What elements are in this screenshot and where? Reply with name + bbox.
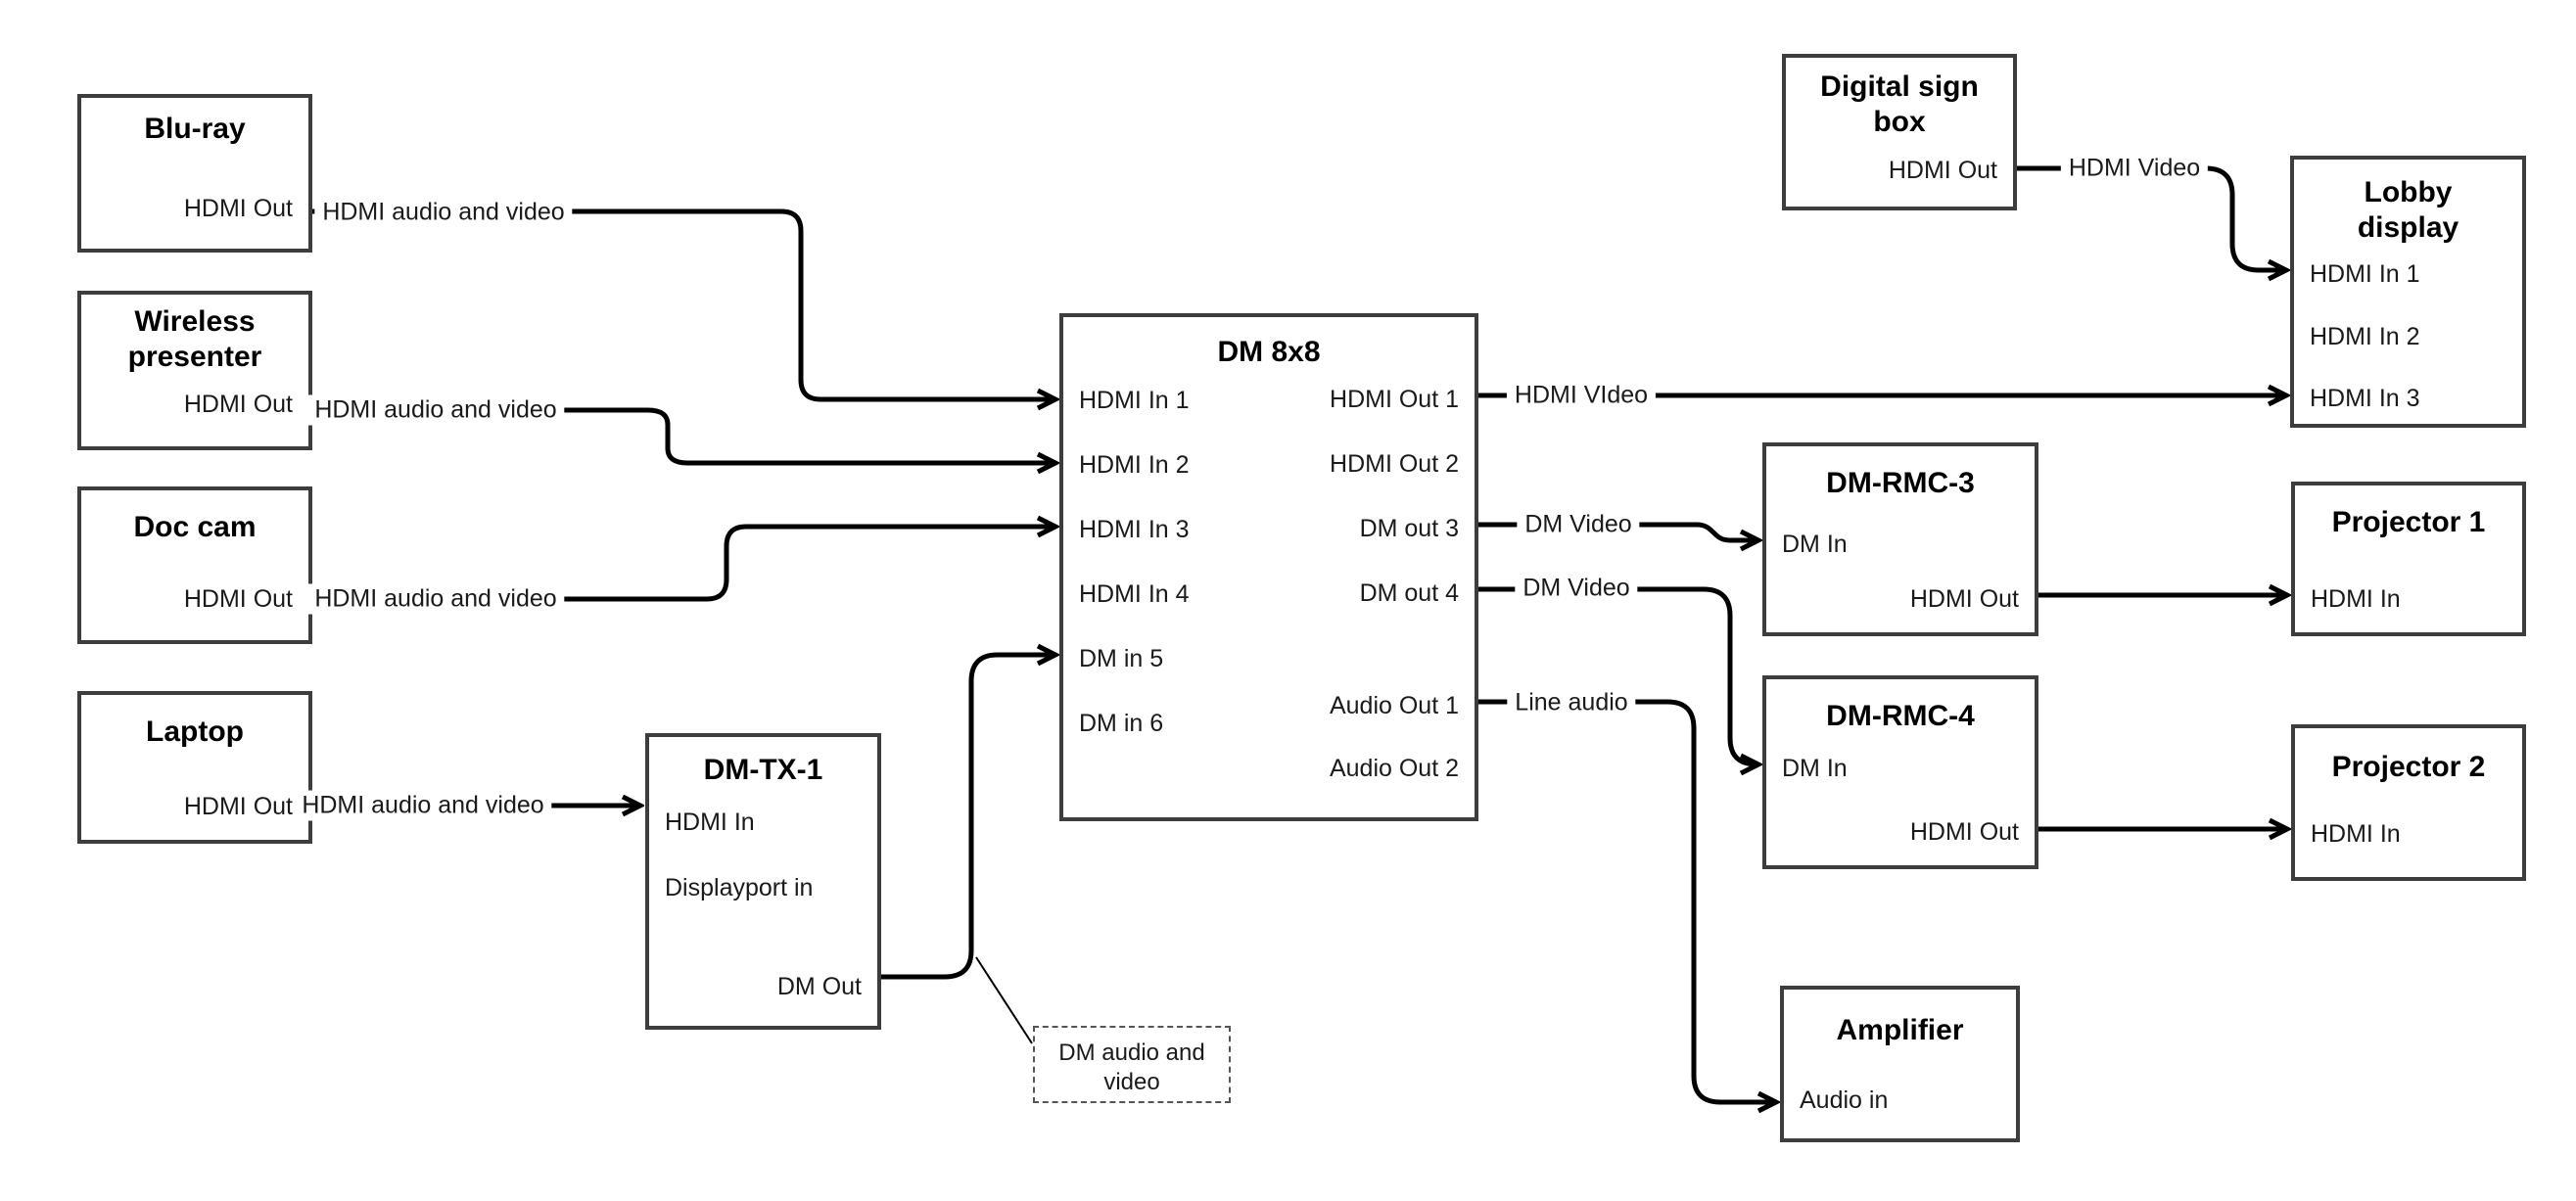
port-hdmi-in-1: HDMI In 1 xyxy=(2310,260,2420,288)
edge-label-digitalsign: HDMI Video xyxy=(2060,153,2209,184)
edge-label-wireless: HDMI audio and video xyxy=(306,394,565,426)
port-hdmi-out: HDMI Out xyxy=(1909,585,2019,613)
node-projector-2: Projector 2 HDMI In xyxy=(2291,724,2526,881)
node-title: DM-RMC-4 xyxy=(1826,700,1975,732)
node-dm-rmc-3: DM-RMC-3 DM In HDMI Out xyxy=(1762,442,2038,636)
port-hdmi-out: HDMI Out xyxy=(183,585,293,613)
callout-leader-line xyxy=(975,956,1033,1044)
node-dm-8x8: DM 8x8 HDMI In 1 HDMI In 2 HDMI In 3 HDM… xyxy=(1059,313,1478,821)
edge-bluray-to-dm8x8-in1 xyxy=(312,208,1055,399)
node-title: Projector 1 xyxy=(2331,506,2486,538)
port-dm-out-3: DM out 3 xyxy=(1359,515,1459,542)
node-amplifier: Amplifier Audio in xyxy=(1780,986,2020,1142)
node-title: Lobby display xyxy=(2357,176,2459,244)
port-dm-in-6: DM in 6 xyxy=(1079,710,1164,737)
port-hdmi-in: HDMI In xyxy=(2311,820,2401,848)
node-title: Laptop xyxy=(146,716,244,748)
port-dm-in-5: DM in 5 xyxy=(1079,645,1164,672)
edge-label-dm-video-3: DM Video xyxy=(1517,509,1640,540)
port-displayport-in: Displayport in xyxy=(665,874,814,901)
port-dm-out: DM Out xyxy=(776,973,862,1000)
port-audio-in: Audio in xyxy=(1800,1086,1889,1114)
edge-wireless-to-dm8x8-in2 xyxy=(312,407,1055,463)
port-hdmi-out: HDMI Out xyxy=(183,793,293,820)
port-hdmi-in: HDMI In xyxy=(2311,585,2401,613)
port-hdmi-out: HDMI Out xyxy=(183,195,293,222)
edge-dm8x8-audioout1-to-amp xyxy=(1478,699,1776,1102)
port-hdmi-in: HDMI In xyxy=(665,808,755,836)
node-laptop: Laptop HDMI Out xyxy=(77,691,312,844)
node-title: Wireless presenter xyxy=(127,305,262,373)
node-dm-tx-1: DM-TX-1 HDMI In Displayport in DM Out xyxy=(645,733,881,1030)
port-hdmi-out: HDMI Out xyxy=(1909,818,2019,846)
node-projector-1: Projector 1 HDMI In xyxy=(2291,482,2526,636)
port-dm-out-4: DM out 4 xyxy=(1359,579,1459,607)
port-hdmi-in-4: HDMI In 4 xyxy=(1079,580,1190,608)
edge-label-doccam: HDMI audio and video xyxy=(306,583,565,615)
port-hdmi-in-2: HDMI In 2 xyxy=(2310,323,2420,350)
port-audio-out-2: Audio Out 2 xyxy=(1329,755,1459,782)
edge-dmtx1-to-dm8x8-in5 xyxy=(881,655,1055,980)
port-hdmi-out-2: HDMI Out 2 xyxy=(1330,450,1459,478)
port-hdmi-in-3: HDMI In 3 xyxy=(2310,385,2420,412)
edge-label-dm-video-4: DM Video xyxy=(1515,573,1638,604)
node-title: Blu-ray xyxy=(144,113,246,145)
port-hdmi-in-1: HDMI In 1 xyxy=(1079,387,1190,414)
edge-label-hdmi-video-out1: HDMI VIdeo xyxy=(1506,380,1657,411)
edge-dm8x8-out3-to-dmrmc3 xyxy=(1478,522,1758,540)
node-title: Doc cam xyxy=(133,511,257,543)
edge-dm8x8-out4-to-dmrmc4 xyxy=(1478,586,1758,764)
port-hdmi-out: HDMI Out xyxy=(183,391,293,418)
edge-label-laptop: HDMI audio and video xyxy=(294,790,552,821)
port-hdmi-in-3: HDMI In 3 xyxy=(1079,516,1190,543)
node-digital-sign-box: Digital sign box HDMI Out xyxy=(1782,54,2017,210)
port-audio-out-1: Audio Out 1 xyxy=(1329,692,1459,719)
node-title: Projector 2 xyxy=(2331,751,2486,783)
port-hdmi-in-2: HDMI In 2 xyxy=(1079,451,1190,479)
node-title: DM-TX-1 xyxy=(703,754,823,786)
port-hdmi-out: HDMI Out xyxy=(1888,157,1997,184)
edge-digitalsign-to-lobby-in1 xyxy=(2017,165,2286,270)
node-wireless-presenter: Wireless presenter HDMI Out xyxy=(77,291,312,450)
node-bluray: Blu-ray HDMI Out xyxy=(77,94,312,253)
node-dm-rmc-4: DM-RMC-4 DM In HDMI Out xyxy=(1762,675,2038,869)
callout-dm-audio-video: DM audio and video xyxy=(1033,1026,1231,1103)
port-dm-in: DM In xyxy=(1782,755,1848,782)
node-title: Digital sign box xyxy=(1820,70,1979,138)
edge-label-line-audio: Line audio xyxy=(1507,687,1636,718)
port-hdmi-out-1: HDMI Out 1 xyxy=(1330,386,1459,413)
port-dm-in: DM In xyxy=(1782,531,1848,558)
edge-doccam-to-dm8x8-in3 xyxy=(312,527,1055,602)
node-title: DM 8x8 xyxy=(1217,336,1321,368)
edge-label-bluray: HDMI audio and video xyxy=(314,197,573,228)
node-lobby-display: Lobby display HDMI In 1 HDMI In 2 HDMI I… xyxy=(2290,156,2526,428)
node-title: DM-RMC-3 xyxy=(1826,467,1975,499)
node-doc-cam: Doc cam HDMI Out xyxy=(77,486,312,644)
node-title: Amplifier xyxy=(1836,1014,1964,1046)
